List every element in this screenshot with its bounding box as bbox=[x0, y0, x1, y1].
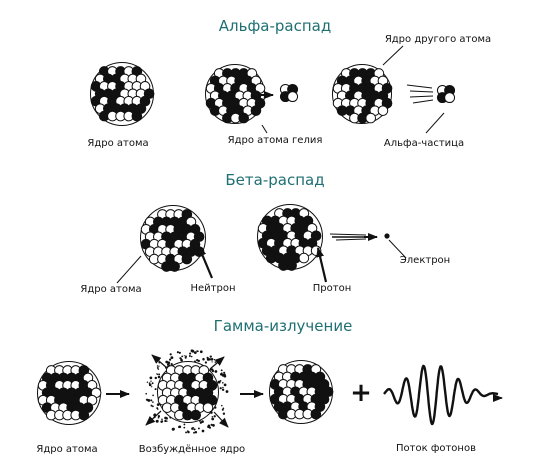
beta-nucleus-label: Ядро атома bbox=[80, 284, 141, 295]
alpha-particle bbox=[436, 84, 456, 104]
beta-nucleus-after bbox=[257, 204, 323, 271]
beta-nucleus bbox=[140, 205, 206, 272]
electron-label: Электрон bbox=[400, 255, 450, 266]
photons-label: Поток фотонов bbox=[396, 443, 476, 454]
alpha-particle-label: Альфа-частица bbox=[384, 138, 464, 149]
beta-nucleus-pointer bbox=[116, 255, 142, 284]
alpha-particle-pointer bbox=[425, 112, 445, 134]
alpha-motion-lines bbox=[406, 84, 434, 104]
alpha-parent-nucleus bbox=[90, 62, 155, 126]
electron-motion-lines bbox=[329, 233, 378, 241]
beta-decay-title: Бета-распад bbox=[225, 171, 324, 189]
excitation-arrows bbox=[145, 354, 229, 428]
helium-pointer bbox=[261, 124, 268, 134]
other-nucleus-label: Ядро другого атома bbox=[385, 34, 491, 45]
gamma-radiation-title: Гамма-излучение bbox=[214, 317, 353, 335]
other-nucleus-pointer bbox=[382, 45, 404, 66]
neutron-label: Нейтрон bbox=[191, 283, 236, 294]
alpha-decay-title: Альфа-распад bbox=[219, 17, 331, 35]
helium-nucleus bbox=[279, 83, 299, 103]
excitation-halo bbox=[145, 349, 229, 434]
electron bbox=[384, 233, 390, 239]
gamma-nucleus bbox=[37, 361, 102, 425]
alpha-emitting-nucleus bbox=[205, 64, 266, 124]
helium-nucleus-label: Ядро атома гелия bbox=[228, 135, 323, 146]
alpha-nucleus-label: Ядро атома bbox=[87, 138, 148, 149]
other-nucleus bbox=[332, 64, 393, 124]
excited-nucleus bbox=[157, 361, 219, 423]
excited-nucleus-label: Возбуждённое ядро bbox=[139, 444, 245, 455]
gamma-nucleus-label: Ядро атома bbox=[36, 444, 97, 455]
proton-pointer bbox=[316, 247, 328, 283]
plus-sign: + bbox=[350, 378, 372, 408]
proton-label: Протон bbox=[313, 283, 351, 294]
neutron-pointer bbox=[197, 246, 214, 279]
photon-wave bbox=[383, 364, 499, 426]
ground-state-nucleus bbox=[269, 360, 334, 424]
electron-pointer bbox=[388, 239, 407, 259]
